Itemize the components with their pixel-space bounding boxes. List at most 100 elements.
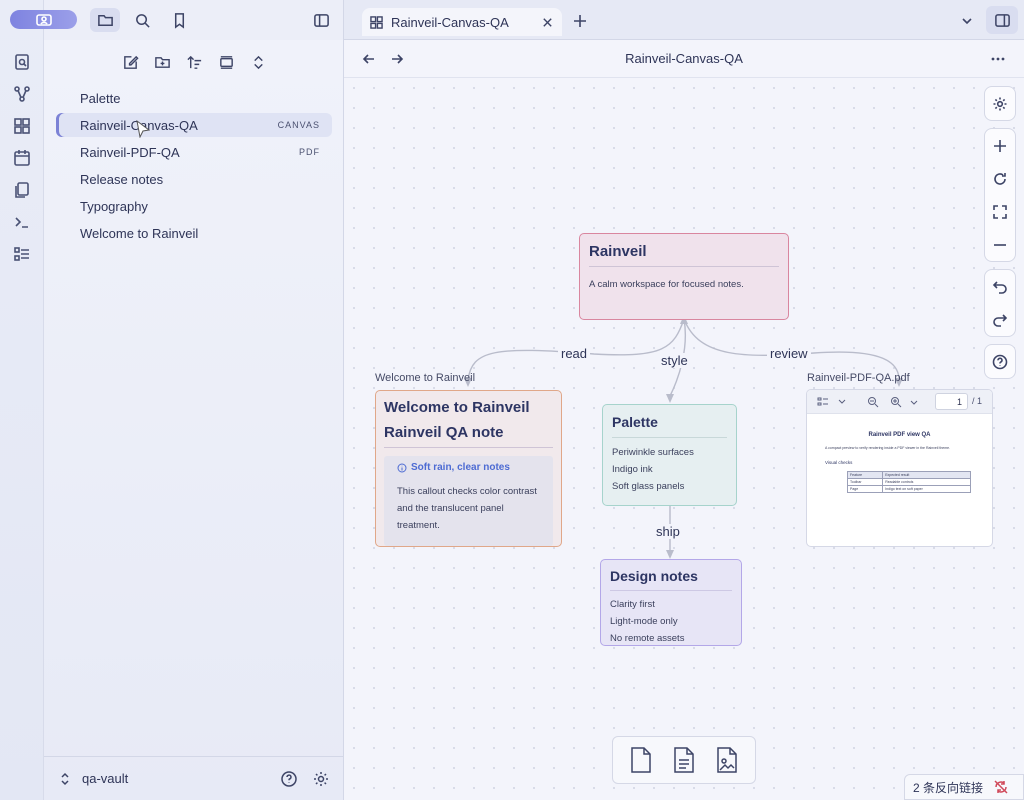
new-folder-icon[interactable] [150, 50, 174, 74]
vault-chevron-icon[interactable] [58, 772, 72, 786]
add-card-icon[interactable] [628, 746, 654, 774]
canvas-icon[interactable] [12, 116, 32, 136]
palette-list: Periwinkle surfaces Indigo ink Soft glas… [612, 444, 736, 495]
sidebar-toggle-icon[interactable] [306, 8, 336, 32]
vault-switcher-icon[interactable] [10, 10, 77, 29]
vault-name[interactable]: qa-vault [82, 771, 129, 786]
zoom-out-icon[interactable] [867, 396, 879, 408]
mouse-cursor-icon [136, 120, 150, 138]
right-sidebar-toggle[interactable] [986, 6, 1018, 34]
node-design-notes[interactable]: Design notes Clarity first Light-mode on… [600, 559, 742, 646]
tab-rainveil-canvas-qa[interactable]: Rainveil-Canvas-QA [362, 8, 562, 36]
file-item-rainveil-pdf-qa[interactable]: Rainveil-PDF-QA PDF [56, 140, 332, 164]
file-item-palette[interactable]: Palette [56, 86, 332, 110]
node-label-welcome: Welcome to Rainveil [375, 372, 476, 384]
collapse-icon[interactable] [214, 50, 238, 74]
sidebar-top-bar [44, 0, 344, 40]
reset-zoom-button[interactable] [985, 162, 1015, 195]
canvas-settings-group [984, 86, 1016, 121]
fit-view-button[interactable] [985, 195, 1015, 228]
file-explorer-actions [118, 50, 270, 74]
canvas-settings-button[interactable] [985, 87, 1015, 120]
forward-arrow-icon[interactable] [390, 52, 404, 66]
help-icon[interactable] [280, 770, 298, 788]
plus-icon [994, 139, 1006, 152]
node-title: Palette [612, 414, 658, 430]
zoom-chevron-icon[interactable] [908, 396, 920, 408]
ribbon [0, 0, 44, 800]
expand-collapse-icon[interactable] [246, 50, 270, 74]
canvas-zoom-group [984, 128, 1016, 262]
quick-switcher-icon[interactable] [12, 52, 32, 72]
node-rainveil[interactable]: Rainveil A calm workspace for focused no… [579, 233, 789, 320]
edge-label-ship: ship [653, 524, 683, 539]
templates-icon[interactable] [12, 180, 32, 200]
sort-icon[interactable] [182, 50, 206, 74]
search-icon[interactable] [127, 8, 157, 32]
callout-title: Soft rain, clear notes [397, 462, 545, 473]
bookmark-icon[interactable] [164, 8, 194, 32]
file-name: Typography [80, 198, 148, 214]
list-item: Soft glass panels [612, 481, 685, 492]
new-note-icon[interactable] [118, 50, 142, 74]
edge-review[interactable] [683, 318, 900, 381]
file-item-welcome-to-rainveil[interactable]: Welcome to Rainveil [56, 221, 332, 245]
node-title: Rainveil [589, 243, 647, 260]
pdf-page-total: / 1 [972, 396, 983, 406]
back-arrow-icon[interactable] [362, 52, 376, 66]
pdf-toolbar: 1 / 1 [807, 390, 992, 414]
sync-off-icon[interactable] [993, 779, 1009, 795]
canvas-history-group [984, 269, 1016, 337]
new-tab-icon[interactable] [572, 13, 588, 29]
tab-bar: Rainveil-Canvas-QA [344, 0, 1024, 40]
list-item: No remote assets [610, 633, 685, 644]
zoom-in-button[interactable] [985, 129, 1015, 162]
folder-icon[interactable] [90, 8, 120, 32]
redo-button[interactable] [985, 303, 1015, 336]
edge-read[interactable] [467, 318, 685, 381]
outline-icon[interactable] [12, 244, 32, 264]
backlinks-count[interactable]: 2 条反向链接 [913, 780, 984, 795]
node-palette[interactable]: Palette Periwinkle surfaces Indigo ink S… [602, 404, 737, 506]
graph-view-icon[interactable] [12, 84, 32, 104]
file-list: Palette Rainveil-Canvas-QA CANVAS Rainve… [56, 86, 332, 248]
node-subtitle: Rainveil QA note [384, 424, 504, 441]
file-type-tag: PDF [299, 147, 320, 157]
canvas-area[interactable]: read style review ship Rainveil A calm w… [136, 78, 1024, 800]
file-item-rainveil-canvas-qa[interactable]: Rainveil-Canvas-QA CANVAS [56, 113, 332, 137]
tab-list-chevron-icon[interactable] [960, 14, 974, 28]
undo-button[interactable] [985, 270, 1015, 303]
settings-icon[interactable] [312, 770, 330, 788]
node-body: A calm workspace for focused notes. [589, 279, 744, 290]
zoom-out-button[interactable] [985, 228, 1015, 261]
file-name: Release notes [80, 171, 164, 187]
node-label-pdf: Rainveil-PDF-QA.pdf [807, 372, 910, 384]
pdf-doc-section: Visual checks [825, 460, 853, 465]
node-title: Welcome to Rainveil [384, 399, 530, 416]
file-name: Palette [80, 90, 121, 106]
view-title[interactable]: Rainveil-Canvas-QA [625, 51, 743, 66]
pdf-sidebar-toggle-icon[interactable] [817, 396, 847, 408]
status-bar: 2 条反向链接 [904, 774, 1024, 800]
add-note-icon[interactable] [671, 746, 697, 774]
terminal-icon[interactable] [12, 212, 32, 232]
canvas-icon [370, 15, 383, 29]
file-item-release-notes[interactable]: Release notes [56, 167, 332, 191]
pdf-page-input[interactable]: 1 [935, 393, 968, 410]
node-pdf[interactable]: 1 / 1 Rainveil PDF view QA A compact pre… [806, 389, 993, 547]
more-options-icon[interactable] [990, 52, 1006, 66]
tab-label: Rainveil-Canvas-QA [391, 14, 509, 30]
add-media-icon[interactable] [714, 746, 740, 774]
file-item-typography[interactable]: Typography [56, 194, 332, 218]
gear-icon [993, 97, 1007, 110]
zoom-in-icon[interactable] [890, 396, 902, 408]
file-name: Rainveil-PDF-QA [80, 144, 180, 160]
close-icon[interactable] [541, 16, 554, 29]
calendar-icon[interactable] [12, 148, 32, 168]
help-icon [992, 354, 1008, 369]
info-icon [397, 463, 407, 472]
canvas-help-group [984, 344, 1016, 379]
node-welcome[interactable]: Welcome to Rainveil Rainveil QA note Sof… [375, 390, 562, 547]
pdf-table: Feature Expected result Toolbar Readable… [846, 471, 971, 493]
canvas-help-button[interactable] [985, 345, 1015, 378]
